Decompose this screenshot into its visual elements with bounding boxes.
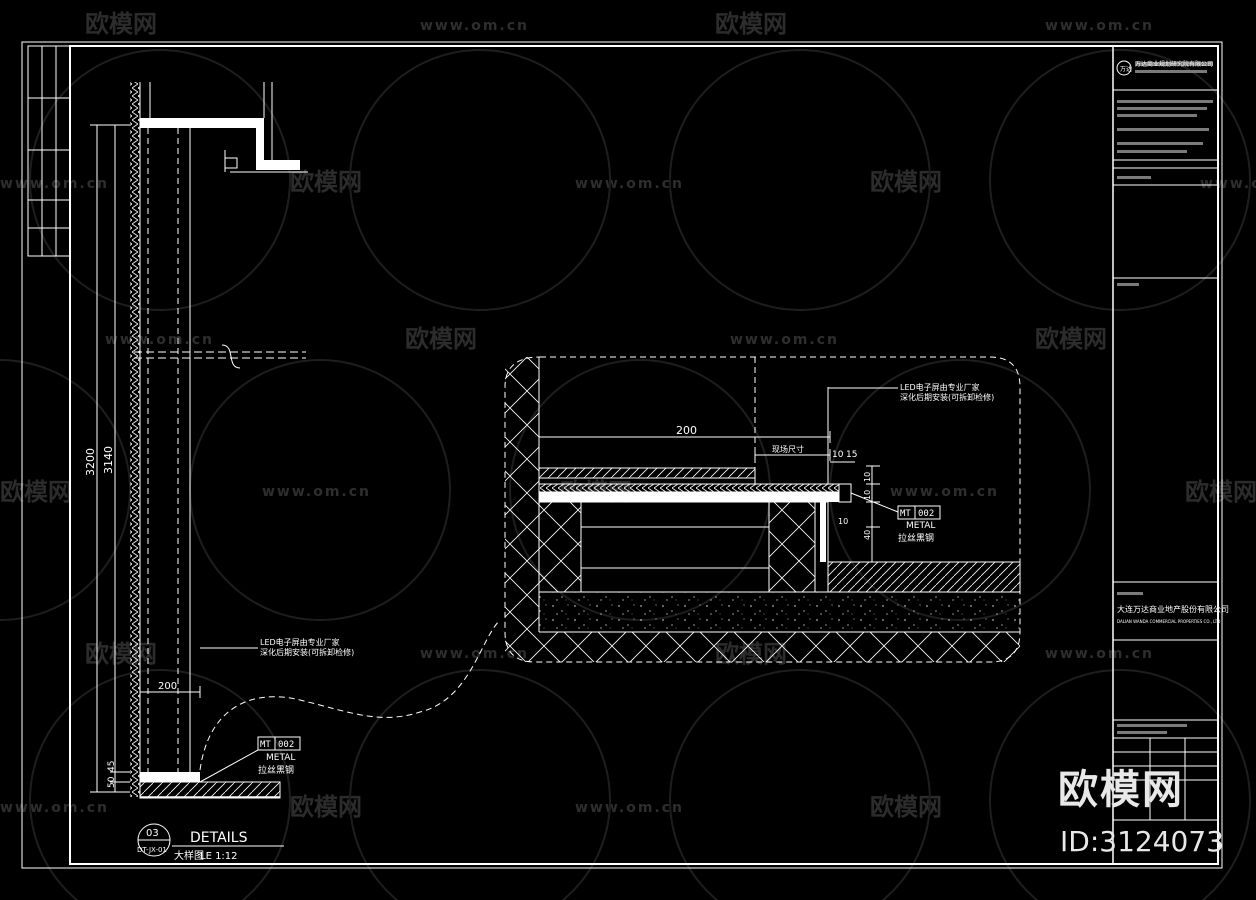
svg-text:欧模网: 欧模网 xyxy=(870,168,942,196)
svg-text:LED电子屏由专业厂家: LED电子屏由专业厂家 xyxy=(260,637,340,647)
svg-text:深化后期安装(可拆卸检修): 深化后期安装(可拆卸检修) xyxy=(260,647,354,657)
svg-text:MT: MT xyxy=(260,740,271,750)
svg-text:欧模网: 欧模网 xyxy=(715,10,787,38)
drawing-title: DETAILS xyxy=(190,830,248,846)
svg-text:www.om.cn: www.om.cn xyxy=(575,800,684,816)
svg-text:www.om.cn: www.om.cn xyxy=(1045,18,1154,34)
right-dim-15: 15 xyxy=(846,450,857,460)
right-dim-40: 40 xyxy=(863,530,872,540)
svg-text:002: 002 xyxy=(278,740,294,750)
client-name-cn: 大连万达商业地产股份有限公司 xyxy=(1117,604,1229,614)
right-dim-site: 现场尺寸 xyxy=(772,444,804,454)
right-dim-10b: 10 xyxy=(863,472,872,482)
svg-text:深化后期安装(可拆卸检修): 深化后期安装(可拆卸检修) xyxy=(900,392,994,402)
svg-text:欧模网: 欧模网 xyxy=(0,478,72,506)
svg-text:www.om.cn: www.om.cn xyxy=(890,484,999,500)
left-section-dimensions xyxy=(90,124,201,793)
title-block xyxy=(1113,60,1218,821)
svg-text:002: 002 xyxy=(918,509,934,519)
right-dimensions xyxy=(538,431,880,563)
svg-text:www.om.cn: www.om.cn xyxy=(420,18,529,34)
svg-text:www.om.cn: www.om.cn xyxy=(730,332,839,348)
detail-number: 03 xyxy=(146,828,159,839)
svg-text:欧模网: 欧模网 xyxy=(870,793,942,821)
left-section-wall xyxy=(130,82,308,799)
right-dim-10d: 10 xyxy=(838,517,848,526)
dim-inner-label: 3140 xyxy=(102,446,115,474)
revision-strip xyxy=(27,45,71,257)
svg-text:www.om.cn: www.om.cn xyxy=(575,176,684,192)
svg-text:欧模网: 欧模网 xyxy=(1035,325,1107,353)
right-detail xyxy=(504,356,1021,663)
dim-base2-label: 45 xyxy=(107,761,117,772)
svg-text:欧模网: 欧模网 xyxy=(405,325,477,353)
svg-text:www.om.cn: www.om.cn xyxy=(105,332,214,348)
watermark-logo: 欧模网 xyxy=(1058,767,1184,813)
callout-connector xyxy=(199,619,501,771)
dim-total-label: 3200 xyxy=(84,448,97,476)
svg-text:MT: MT xyxy=(900,509,911,519)
watermark-url: www.om.cn www.om.cn www.om.cn www.om.cn … xyxy=(0,18,1256,816)
svg-text:欧模网: 欧模网 xyxy=(1185,478,1256,506)
right-dim-10c: 10 xyxy=(863,490,872,500)
svg-text:拉丝黑钢: 拉丝黑钢 xyxy=(898,532,934,544)
right-material-tag: MT 002 METAL 拉丝黑钢 xyxy=(850,492,941,544)
right-dim-10a: 10 xyxy=(832,450,844,460)
svg-text:LED电子屏由专业厂家: LED电子屏由专业厂家 xyxy=(900,382,980,392)
title-block-labels: 万达 万达商业规划研究院有限公司 大连万达商业地产股份有限公司 DALIAN W… xyxy=(1117,60,1229,624)
svg-text:www.om.cn: www.om.cn xyxy=(0,800,109,816)
svg-text:www.om.cn: www.om.cn xyxy=(0,176,109,192)
left-material-tag: MT 002 METAL 拉丝黑钢 xyxy=(199,736,301,783)
designer-name: 万达商业规划研究院有限公司 xyxy=(1135,60,1213,68)
right-led-note: LED电子屏由专业厂家 深化后期安装(可拆卸检修) xyxy=(828,382,994,402)
drawing-title-block: 03 DT-JX-01 DETAILS 大样图 LE 1:12 xyxy=(137,823,284,862)
detail-ref: DT-JX-01 xyxy=(137,846,167,854)
svg-text:METAL: METAL xyxy=(906,521,935,531)
watermark-id: ID:3124073 xyxy=(1060,825,1224,858)
title-block-text-bars xyxy=(1117,62,1213,734)
left-led-note: LED电子屏由专业厂家 深化后期安装(可拆卸检修) xyxy=(200,637,354,657)
svg-text:www.om.cn: www.om.cn xyxy=(262,484,371,500)
svg-text:www.om.cn: www.om.cn xyxy=(1200,176,1256,192)
designer-logo: 万达 xyxy=(1120,65,1132,73)
right-dim-width: 200 xyxy=(676,424,697,437)
drawing-scale: LE 1:12 xyxy=(200,851,238,862)
sheet-frame xyxy=(21,41,1223,869)
right-dimension-labels: 200 现场尺寸 10 15 10 10 10 40 xyxy=(676,424,872,540)
svg-text:拉丝黑钢: 拉丝黑钢 xyxy=(258,764,294,776)
dim-width-label: 200 xyxy=(158,681,177,692)
svg-text:www.om.cn: www.om.cn xyxy=(420,646,529,662)
client-name-en: DALIAN WANDA COMMERCIAL PROPERTIES CO., … xyxy=(1117,619,1220,624)
drawing-subtitle: 大样图 xyxy=(174,849,204,862)
svg-text:www.om.cn: www.om.cn xyxy=(1045,646,1154,662)
left-dimension-labels: 3200 3140 200 50 45 xyxy=(84,446,177,788)
svg-text:METAL: METAL xyxy=(266,753,295,763)
dim-base-label: 50 xyxy=(107,776,117,788)
svg-text:欧模网: 欧模网 xyxy=(85,10,157,38)
svg-text:欧模网: 欧模网 xyxy=(85,640,157,668)
